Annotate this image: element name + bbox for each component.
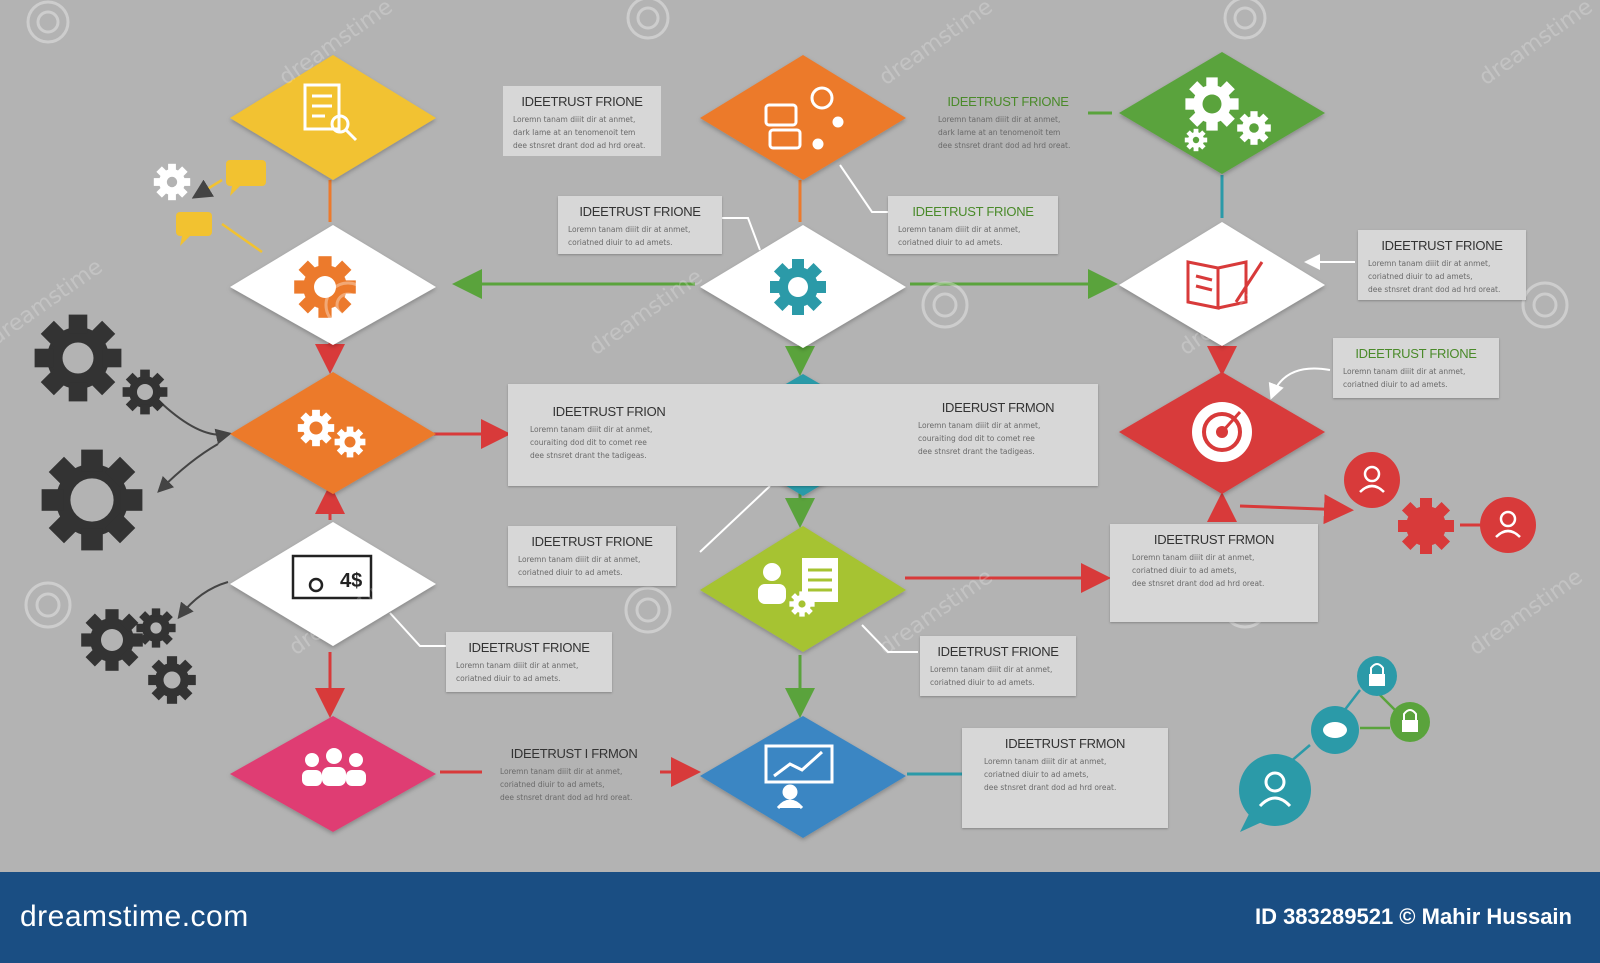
info-box-title: IDEETRUST FRIONE (947, 94, 1069, 109)
info-box-title: IDEETRUST FRION (552, 404, 666, 419)
info-box-text: Loremn tanam diiit dir at anmet,coriatne… (1343, 367, 1466, 389)
info-box-text: Loremn tanam diiit dir at anmet,coriatne… (500, 767, 633, 802)
info-box-text: Loremn tanam diiit dir at anmet,coriatne… (518, 555, 641, 577)
diamond-white-book (1119, 222, 1325, 346)
target-icon (1192, 402, 1252, 462)
diamond-orange-gears (230, 372, 436, 494)
info-box-text: Loremn tanam diiit dir at anmet,couraiti… (530, 425, 653, 460)
info-box-title: IDEETRUST FRIONE (521, 94, 643, 109)
gear-arrow (157, 443, 219, 493)
info-box-text: Loremn tanam diiit dir at anmet,coriatne… (456, 661, 579, 683)
leader-line (861, 624, 918, 653)
teal-gear-icon (770, 259, 826, 315)
leader-arrow (1268, 367, 1331, 400)
document-search-icon (303, 83, 358, 142)
gear-arrow (177, 581, 229, 620)
info-box-title: IDEETRUST FRMON (1153, 532, 1275, 547)
info-box: IDEETRUST FRIONE Loremn tanam diiit dir … (920, 636, 1076, 696)
info-box: IDEETRUST FRIONE Loremn tanam diiit dir … (508, 526, 676, 586)
info-box-text: Loremn tanam diiit dir at anmet,coriatne… (1132, 553, 1265, 588)
footer-credit: ID 383289521 © Mahir Hussain (1254, 904, 1572, 929)
chat-arrow (191, 178, 223, 199)
user-document-icon (758, 558, 838, 617)
price-tag-icon: 4$ (291, 554, 373, 600)
info-box-text: Loremn tanam diiit dir at anmet,coriatne… (930, 665, 1053, 687)
flowchart-diagram: 4$ (24, 0, 1569, 838)
gear-arrow (157, 399, 232, 445)
info-box-title: IDEETRUST FRIONE (579, 204, 701, 219)
presentation-icon (764, 744, 834, 810)
info-box: IDEETRUST FRIONE Loremn tanam diiit dir … (503, 86, 661, 156)
info-box-text: Loremn tanam diiit dir at anmet,dark Iam… (938, 115, 1071, 150)
diamond-blue-presentation (700, 716, 906, 838)
team-icon (302, 748, 366, 786)
diamond-white-price (230, 522, 436, 646)
diamond-orange-finance (700, 55, 906, 180)
info-box: IDEETRUST FRIONE Loremn tanam diiit dir … (888, 196, 1058, 254)
info-box: IDEETRUST I FRMON Loremn tanam diiit dir… (490, 738, 658, 812)
footer-brand: dreamstime.com (20, 900, 249, 933)
chat-arrow (221, 222, 263, 254)
info-box-text: Loremn tanam diiit dir at anmet,coriatne… (1368, 259, 1501, 294)
info-box: IDEETRUST FRIONE Loremn tanam diiit dir … (928, 86, 1088, 156)
finance-icon (764, 86, 844, 150)
info-box-title: IDEETRUST FRIONE (468, 640, 590, 655)
info-box-title: IDEETRUST FRIONE (912, 204, 1034, 219)
orange-gear-icon (294, 256, 356, 318)
green-gears-icon (1184, 77, 1271, 152)
price-label: 4$ (340, 570, 362, 592)
info-box-title: IDEETRUST FRMON (1004, 736, 1126, 751)
book-pen-icon (1186, 260, 1264, 310)
info-box: IDEETRUST FRMON Loremn tanam diiit dir a… (962, 728, 1168, 828)
info-box-title: IDEETRUST FRIONE (531, 534, 653, 549)
info-box-text: Loremn tanam diiit dir at anmet,coriatne… (984, 757, 1117, 792)
info-box-text: Loremn tanam diiit dir at anmet,coriatne… (898, 225, 1021, 247)
leader-line (699, 485, 771, 553)
info-box: IDEETRUST FRIONE Loremn tanam diiit dir … (1358, 230, 1526, 300)
footer-bar: dreamstime.com ID 383289521 © Mahir Huss… (0, 872, 1600, 963)
info-box-title: IDEERUST FRMON (941, 400, 1055, 415)
info-box-title: IDEETRUST FRIONE (937, 644, 1059, 659)
info-box-title: IDEETRUST I FRMON (510, 746, 638, 761)
leader-line (722, 217, 761, 251)
info-box: IDEETRUST FRIONE Loremn tanam diiit dir … (558, 196, 722, 254)
info-box-text: Loremn tanam diiit dir at anmet,dark Iam… (513, 115, 646, 150)
user-network-icon (1344, 452, 1536, 554)
info-box: IDEETRUST FRIONE Loremn tanam diiit dir … (1333, 338, 1499, 398)
info-box: IDEETRUST FRIONE Loremn tanam diiit dir … (446, 632, 612, 692)
large-gears-icon (34, 163, 196, 704)
info-box-title: IDEETRUST FRIONE (1355, 346, 1477, 361)
info-box-title: IDEETRUST FRIONE (1381, 238, 1503, 253)
security-network-icon (1239, 656, 1430, 832)
chat-bubbles-icon (176, 160, 266, 246)
info-box: IDEERUST FRMON Loremn tanam diiit dir at… (908, 392, 1088, 472)
wide-info-panel (508, 384, 1098, 486)
gears-icon (297, 409, 366, 458)
info-box-text: Loremn tanam diiit dir at anmet,couraiti… (918, 421, 1041, 456)
connector-lines (157, 111, 1490, 789)
info-box: IDEETRUST FRMON Loremn tanam diiit dir a… (1110, 524, 1318, 622)
leader-line (389, 612, 448, 647)
info-box-text: Loremn tanam diiit dir at anmet,coriatne… (568, 225, 691, 247)
connector-arrow (1239, 494, 1354, 525)
info-box: IDEETRUST FRION Loremn tanam diiit dir a… (520, 396, 698, 476)
